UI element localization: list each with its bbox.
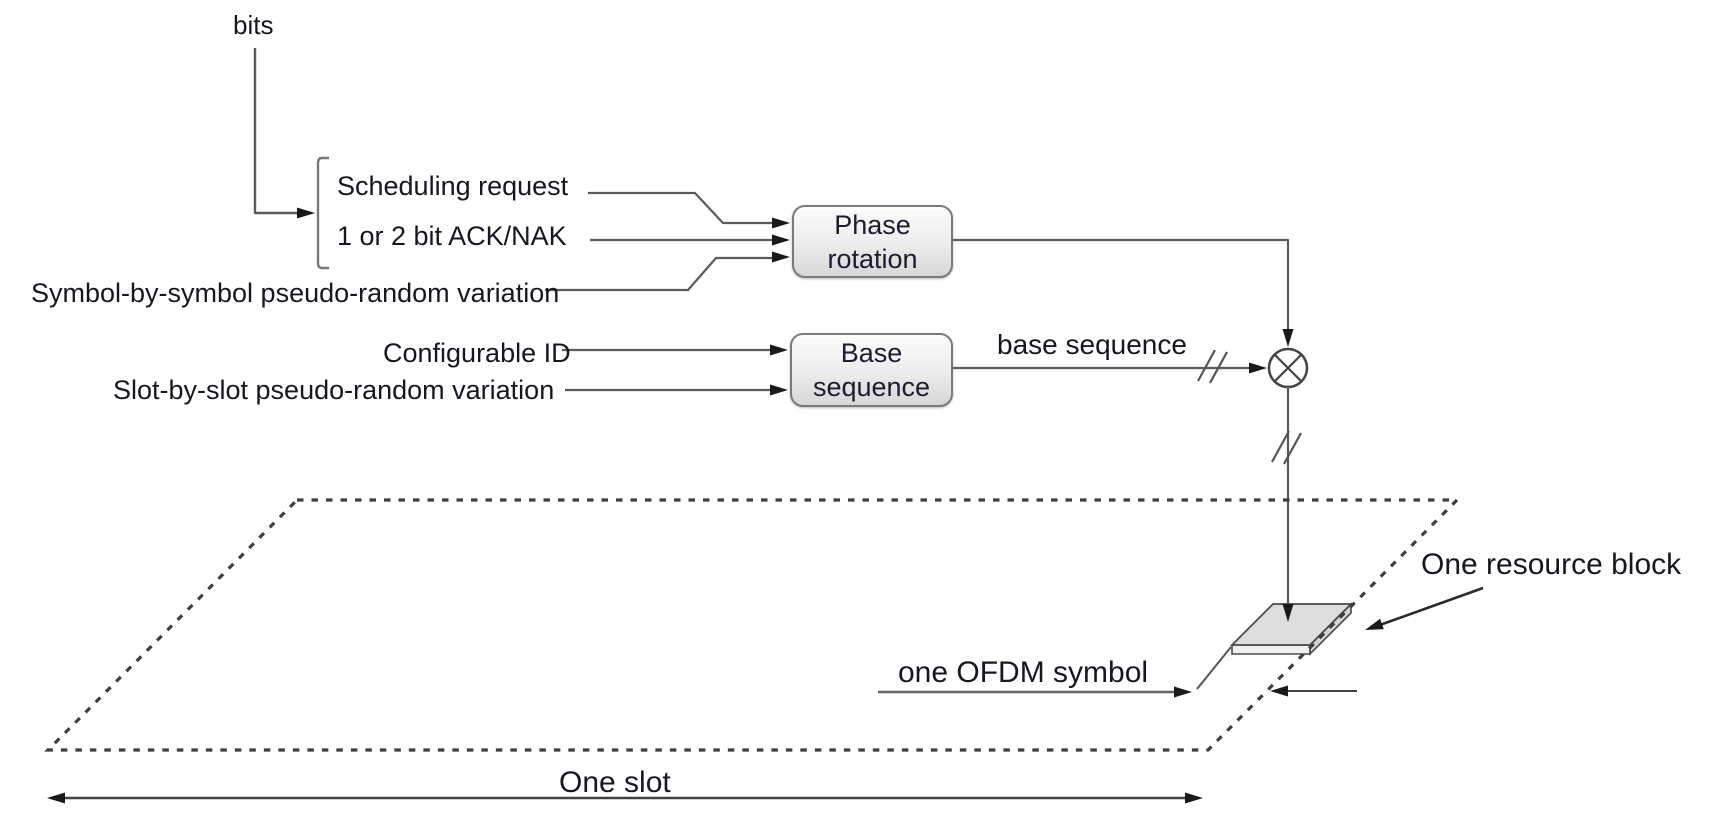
one-ofdm-symbol-label: one OFDM symbol <box>898 656 1149 689</box>
input-bracket <box>316 156 329 270</box>
arrowhead-icon <box>1282 329 1294 347</box>
scheduling-request-label: Scheduling request <box>337 171 569 201</box>
base-sequence-block: Base sequence <box>790 333 953 407</box>
multiplier-output-line <box>1271 387 1302 606</box>
slot-variation-label: Slot-by-slot pseudo-random variation <box>113 375 555 405</box>
arrowhead-icon <box>297 207 315 219</box>
phase-rotation-input-lines <box>545 191 773 292</box>
arrowhead-icon <box>1365 618 1384 630</box>
bits-label: bits <box>233 10 274 40</box>
one-slot-label: One slot <box>559 766 671 799</box>
symbol-width-arrow <box>1270 685 1357 697</box>
bus-slash-marks <box>1197 349 1228 384</box>
arrowhead-icon <box>1249 362 1267 374</box>
base-sequence-signal-label: base sequence <box>997 329 1187 360</box>
base-sequence-input-lines <box>562 348 771 392</box>
one-slot-arrow <box>47 792 1203 804</box>
arrowhead-icon <box>1185 792 1203 804</box>
phase-rotation-block: Phase rotation <box>792 205 953 278</box>
arrowhead-icon <box>1270 685 1288 697</box>
bits-connector-line <box>253 48 315 219</box>
phase-rotation-input-arrowheads <box>772 217 790 263</box>
resource-block-pointer-arrow <box>1365 586 1484 630</box>
one-resource-block-label: One resource block <box>1421 548 1682 581</box>
ofdm-symbol-leader-line <box>878 646 1232 698</box>
phase-rotation-output-line <box>953 238 1294 347</box>
arrowhead-icon <box>1174 686 1192 698</box>
symbol-variation-label: Symbol-by-symbol pseudo-random variation <box>31 278 560 308</box>
bus-slash-marks <box>1271 430 1302 465</box>
arrowhead-icon <box>1282 604 1294 622</box>
ack-nak-label: 1 or 2 bit ACK/NAK <box>337 221 567 251</box>
arrowhead-icon <box>47 792 65 804</box>
resource-grid-outline <box>44 498 1461 752</box>
multiply-icon <box>1267 347 1309 389</box>
base-sequence-output-line <box>953 349 1267 384</box>
base-sequence-input-arrowheads <box>770 344 788 396</box>
configurable-id-label: Configurable ID <box>383 338 571 368</box>
resource-block-slab <box>1229 602 1354 656</box>
